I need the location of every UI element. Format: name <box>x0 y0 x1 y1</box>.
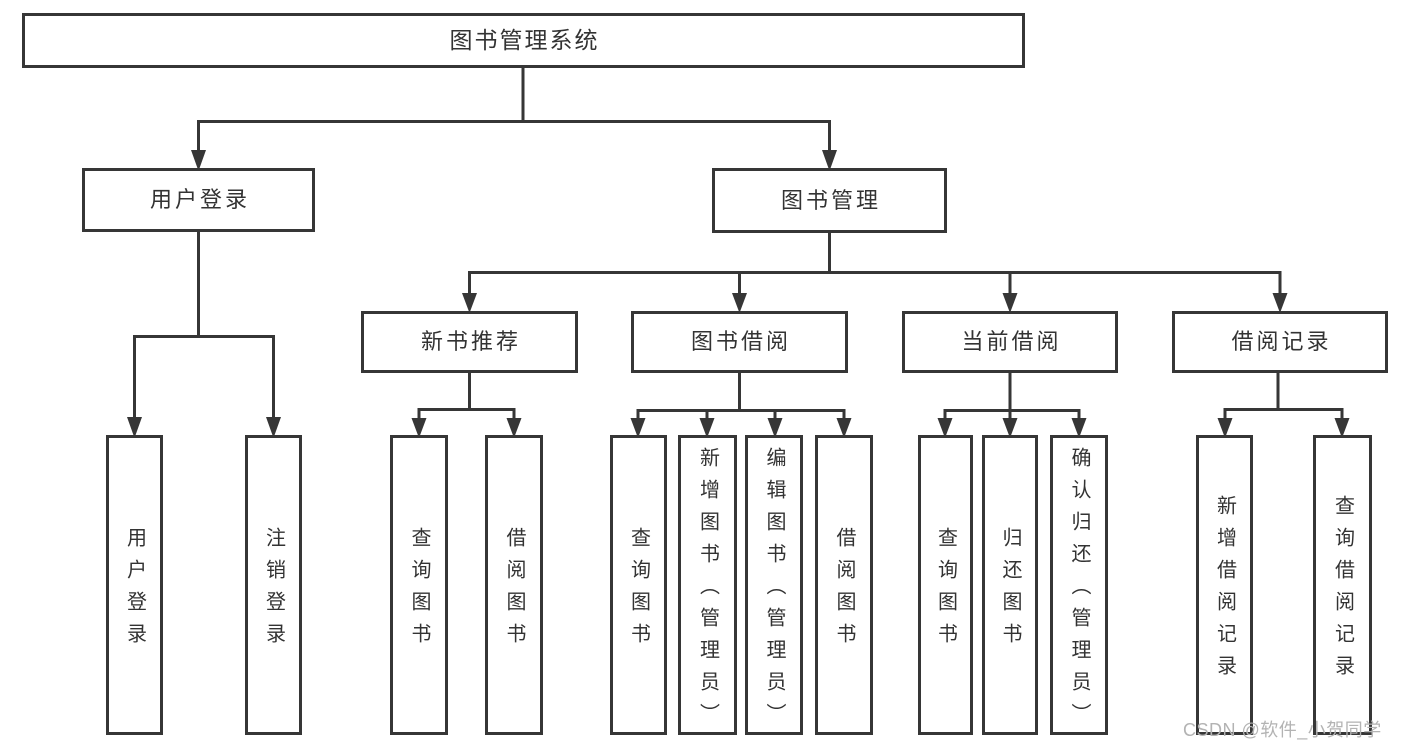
node-current-borrow: 当前借阅 <box>902 311 1118 373</box>
leaf-recommend-query-books-label: 查询图书 <box>408 527 430 655</box>
leaf-user-login-label: 用户登录 <box>123 527 146 655</box>
leaf-current-confirm-return-admin: 确认归还（管理员） <box>1050 435 1108 735</box>
leaf-borrow-borrow-books-label: 借阅图书 <box>833 527 855 655</box>
leaf-borrow-borrow-books: 借阅图书 <box>815 435 873 735</box>
leaf-borrow-edit-books-admin-label: 编辑图书（管理员） <box>763 447 785 735</box>
connector-current-to-leaves <box>937 371 1087 438</box>
leaf-records-query-record: 查询借阅记录 <box>1313 435 1372 735</box>
node-borrow-records: 借阅记录 <box>1172 311 1388 373</box>
watermark: CSDN @软件_小贺同学 <box>1183 720 1382 740</box>
leaf-borrow-query-books-label: 查询图书 <box>627 527 650 655</box>
leaf-user-login: 用户登录 <box>106 435 163 735</box>
connector-records-to-leaves <box>1217 371 1350 438</box>
leaf-borrow-add-books-admin-label: 新增图书（管理员） <box>696 447 719 735</box>
node-user-login: 用户登录 <box>82 168 315 232</box>
leaf-recommend-query-books: 查询图书 <box>390 435 448 735</box>
connector-management-to-level3 <box>462 231 1288 313</box>
node-new-book-recommend: 新书推荐 <box>361 311 578 373</box>
leaf-logout-label: 注销登录 <box>262 527 285 655</box>
leaf-borrow-edit-books-admin: 编辑图书（管理员） <box>745 435 803 735</box>
connector-root-to-level2 <box>191 66 837 171</box>
leaf-current-confirm-return-admin-label: 确认归还（管理员） <box>1068 447 1090 735</box>
connector-recommend-to-leaves <box>411 371 522 438</box>
connector-borrow-to-leaves <box>630 371 852 438</box>
leaf-records-add-record: 新增借阅记录 <box>1196 435 1253 735</box>
leaf-recommend-borrow-books-label: 借阅图书 <box>503 527 525 655</box>
node-book-management: 图书管理 <box>712 168 947 233</box>
leaf-records-query-record-label: 查询借阅记录 <box>1331 495 1354 687</box>
node-library-system: 图书管理系统 <box>22 13 1025 68</box>
leaf-logout: 注销登录 <box>245 435 302 735</box>
leaf-records-add-record-label: 新增借阅记录 <box>1213 495 1236 687</box>
leaf-current-query-books: 查询图书 <box>918 435 973 735</box>
leaf-borrow-query-books: 查询图书 <box>610 435 667 735</box>
leaf-current-query-books-label: 查询图书 <box>934 527 957 655</box>
leaf-borrow-add-books-admin: 新增图书（管理员） <box>678 435 737 735</box>
leaf-current-return-books-label: 归还图书 <box>999 527 1021 655</box>
leaf-current-return-books: 归还图书 <box>982 435 1038 735</box>
connector-login-to-leaves <box>127 230 281 438</box>
leaf-recommend-borrow-books: 借阅图书 <box>485 435 543 735</box>
node-book-borrow: 图书借阅 <box>631 311 848 373</box>
